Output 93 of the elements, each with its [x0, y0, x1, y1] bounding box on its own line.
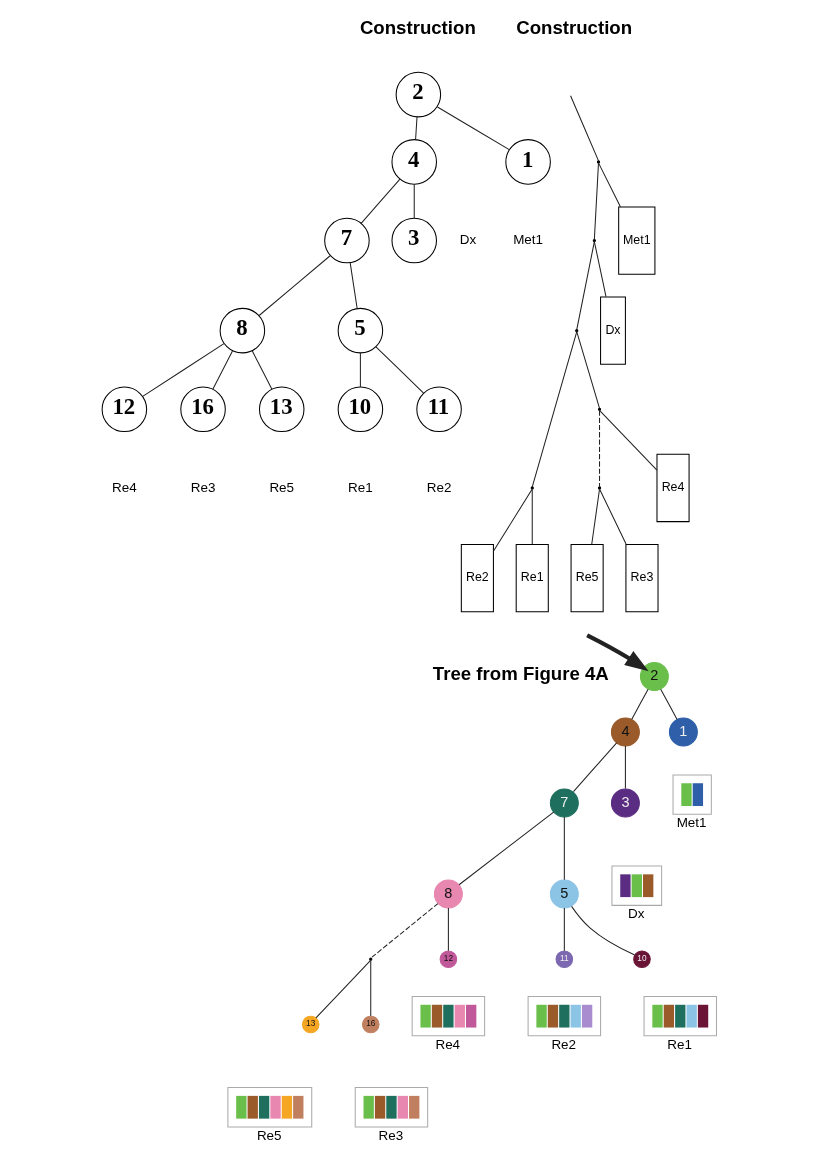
- node-circle: 10: [633, 950, 651, 968]
- node-circle: 3: [391, 217, 437, 264]
- node-point: [597, 486, 602, 490]
- node-picture: [643, 995, 718, 1037]
- node-picture: [527, 995, 602, 1037]
- node-box: Re4: [656, 453, 690, 523]
- node-label: Re1: [348, 479, 373, 495]
- node-label: Re2: [551, 1036, 577, 1052]
- node-label: Met1: [513, 232, 544, 248]
- connector: [370, 903, 439, 959]
- node-circle: 7: [324, 217, 370, 264]
- node-label: Re4: [112, 479, 137, 495]
- connector: [660, 688, 678, 720]
- node-circle: 3: [610, 788, 640, 818]
- label: Tree from Figure 4A: [432, 663, 609, 685]
- node-circle: 12: [439, 950, 458, 968]
- label: Construction: [516, 17, 633, 39]
- node-label: Re3: [190, 479, 216, 495]
- node-label: Re4: [435, 1036, 461, 1052]
- node-point: [369, 957, 373, 961]
- connector: [370, 959, 372, 1017]
- connector: [593, 241, 607, 298]
- node-point: [596, 160, 601, 164]
- connector: [251, 350, 273, 390]
- connector: [447, 907, 449, 952]
- connector: [258, 255, 331, 316]
- node-circle: 11: [416, 386, 462, 433]
- connector: [631, 688, 649, 720]
- node-circle: 11: [555, 950, 574, 968]
- node-label: Dx: [459, 232, 477, 248]
- node-circle: 4: [610, 717, 640, 747]
- node-picture: [611, 865, 663, 906]
- connector: [598, 162, 621, 208]
- connector: [436, 106, 510, 151]
- connector: [571, 905, 636, 956]
- node-box: Re2: [460, 543, 494, 613]
- connector: [624, 745, 626, 790]
- connector: [563, 907, 565, 952]
- node-label: Re1: [667, 1036, 692, 1052]
- connector: [563, 816, 565, 881]
- node-point: [597, 407, 602, 411]
- node-picture: [227, 1087, 313, 1128]
- node-label: Re3: [378, 1127, 404, 1143]
- node-circle: 13: [301, 1015, 320, 1034]
- node-picture: [354, 1087, 429, 1128]
- connector: [593, 162, 599, 240]
- node-label: Met1: [676, 815, 707, 831]
- node-circle: 16: [361, 1015, 380, 1034]
- arrow: [586, 633, 649, 672]
- node-picture: [411, 995, 486, 1037]
- connector: [349, 262, 358, 309]
- connector: [576, 241, 595, 330]
- node-circle: 7: [549, 788, 579, 818]
- connector: [142, 343, 225, 397]
- connector: [576, 331, 600, 409]
- connector: [415, 116, 418, 140]
- node-circle: 8: [219, 307, 266, 354]
- node-circle: 12: [101, 386, 148, 433]
- node-label: Dx: [628, 906, 645, 922]
- node-label: Re5: [269, 479, 295, 495]
- node-circle: 10: [337, 386, 384, 433]
- node-circle: 5: [337, 307, 384, 354]
- connector: [413, 183, 415, 219]
- connector: [599, 410, 658, 471]
- node-circle: 16: [180, 386, 226, 433]
- node-circle: 1: [505, 139, 551, 185]
- node-box: Re1: [515, 543, 549, 613]
- node-label: Re5: [256, 1127, 282, 1143]
- node-box: Met1: [618, 206, 656, 275]
- connector: [360, 178, 401, 224]
- node-box: Re5: [570, 543, 604, 613]
- connector: [375, 346, 425, 394]
- node-box: Re3: [625, 543, 659, 613]
- node-circle: 4: [391, 139, 437, 185]
- node-circle: 5: [549, 879, 579, 909]
- node-point: [592, 238, 596, 243]
- node-circle: 2: [639, 662, 669, 692]
- node-picture: [672, 774, 712, 815]
- connector: [315, 959, 372, 1019]
- connector: [359, 352, 361, 388]
- node-circle: 1: [668, 717, 698, 747]
- connector: [212, 350, 233, 390]
- node-label: Re2: [426, 479, 452, 495]
- connector: [458, 811, 555, 886]
- connector: [570, 95, 599, 162]
- label: Construction: [359, 17, 476, 39]
- node-circle: 13: [258, 386, 305, 433]
- node-point: [575, 329, 579, 333]
- node-point: [530, 486, 534, 490]
- node-box: Dx: [600, 296, 626, 365]
- node-circle: 2: [395, 71, 442, 118]
- node-circle: 8: [433, 879, 463, 909]
- connector: [572, 742, 618, 793]
